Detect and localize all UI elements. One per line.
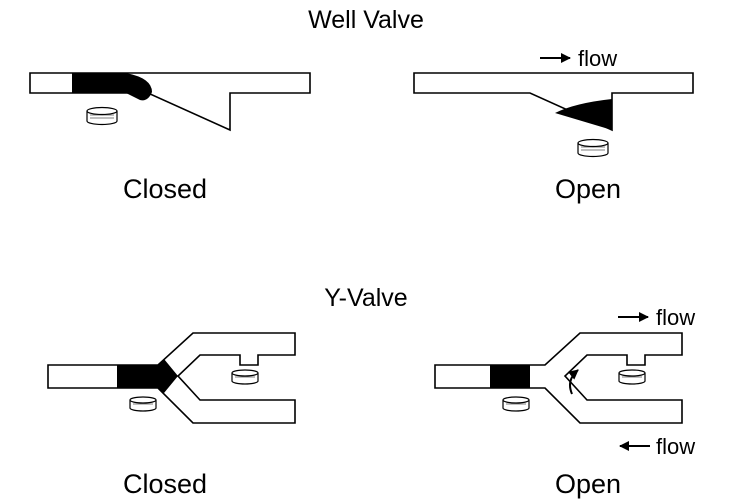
magnet-icon bbox=[129, 396, 157, 412]
magnet-icon bbox=[577, 138, 609, 158]
magnet-icon bbox=[231, 369, 259, 385]
well-valve-open-channel bbox=[413, 72, 694, 132]
well-valve-open-plug bbox=[555, 99, 612, 130]
well-valve-closed-plug bbox=[72, 73, 152, 101]
y-valve-closed-plug bbox=[117, 359, 178, 393]
well-valve-title: Well Valve bbox=[308, 6, 424, 34]
y-valve-open: flow flow Open bbox=[434, 305, 695, 499]
y-valve-open-label: Open bbox=[555, 469, 621, 499]
y-valve-title: Y-Valve bbox=[324, 284, 407, 312]
magnet-icon bbox=[618, 369, 646, 385]
well-valve-flow-label: flow bbox=[578, 46, 617, 71]
y-valve-open-plug bbox=[490, 365, 530, 388]
well-valve-closed-label: Closed bbox=[123, 174, 207, 204]
y-valve-closed: Closed bbox=[47, 332, 296, 499]
curved-arrow-icon bbox=[567, 369, 579, 395]
well-valve-open: flow Open bbox=[413, 46, 694, 204]
magnet-icon bbox=[86, 106, 118, 126]
well-valve-open-label: Open bbox=[555, 174, 621, 204]
magnet-icon bbox=[502, 396, 530, 412]
y-valve-flow-top-label: flow bbox=[656, 305, 695, 330]
well-valve-closed: Closed bbox=[29, 72, 311, 204]
y-valve-closed-label: Closed bbox=[123, 469, 207, 499]
y-valve-open-outer bbox=[434, 332, 683, 424]
y-valve-flow-bottom-label: flow bbox=[656, 434, 695, 459]
